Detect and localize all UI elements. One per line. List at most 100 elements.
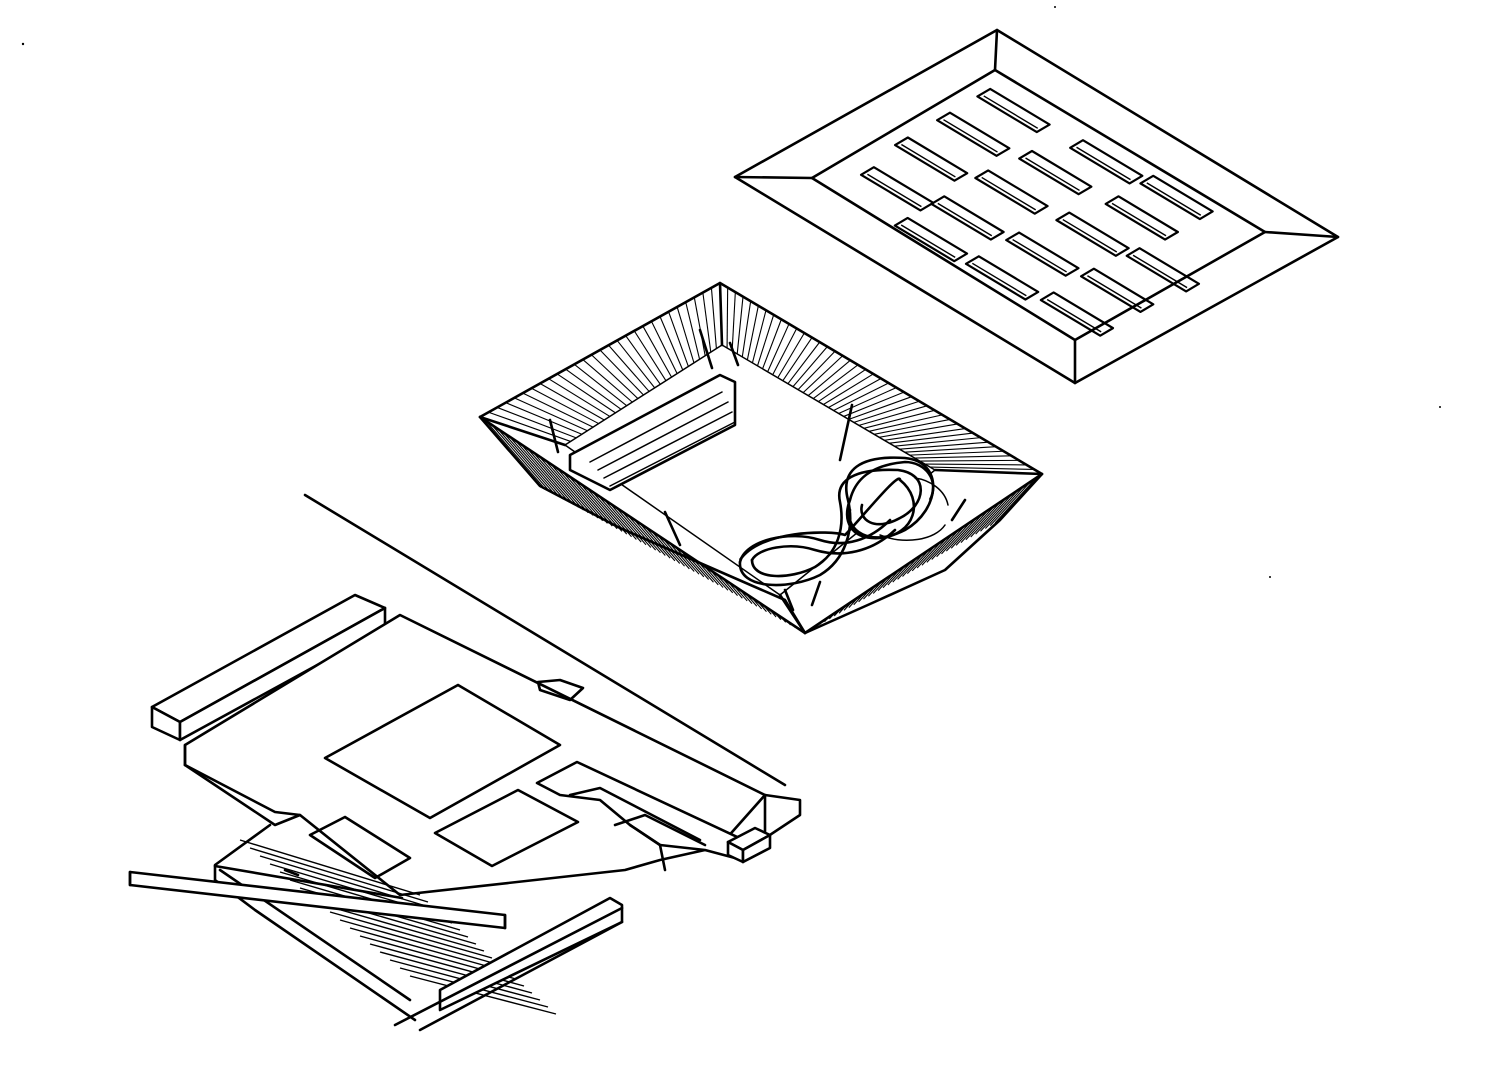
slot-depth-line — [1046, 298, 1102, 333]
hatch-line — [574, 479, 618, 530]
slot-depth-line — [867, 173, 922, 208]
hatch-line — [710, 287, 717, 349]
slot-depth-line — [1012, 238, 1067, 273]
slot-depth-line — [971, 262, 1027, 297]
hatch-line — [621, 510, 657, 551]
slot-depth-line — [983, 95, 1039, 129]
step-line — [319, 903, 485, 952]
hatch-line — [868, 414, 943, 432]
hatch-line — [538, 455, 589, 514]
opening-right — [433, 788, 580, 868]
hatch-line — [994, 477, 1037, 524]
hatch-line — [914, 455, 1012, 459]
hatch-line — [565, 368, 622, 410]
wall-hatching — [479, 282, 1043, 631]
hatch-line — [693, 297, 706, 356]
hatch-line — [633, 518, 666, 556]
slot-depth-line — [1076, 146, 1131, 181]
hatch-line — [485, 420, 546, 490]
hatch-line — [772, 328, 798, 376]
hatch-line — [960, 505, 996, 543]
hatch-line — [924, 463, 1027, 466]
hatch-line — [874, 418, 951, 435]
hatch-line — [668, 542, 695, 572]
hatch-line — [926, 533, 954, 563]
hatch-line — [894, 437, 981, 447]
hatch-line — [642, 325, 673, 378]
hatch-line — [685, 302, 701, 360]
hatch-line — [591, 354, 639, 399]
hatch-line — [639, 522, 671, 559]
hatch-line — [929, 466, 1035, 471]
slot — [893, 216, 969, 263]
hatch-line — [659, 316, 684, 371]
hatch-line — [921, 537, 948, 566]
hatch-line — [909, 450, 1004, 456]
opening-large — [323, 683, 562, 820]
bottom-floor-plan-icon — [128, 493, 802, 1032]
hatch-line — [625, 335, 661, 385]
hatch-line — [782, 337, 813, 382]
hatch-line — [797, 350, 836, 391]
slot — [1055, 211, 1130, 257]
hatch-line — [736, 296, 744, 354]
slot — [1005, 231, 1080, 277]
hatch-line — [503, 432, 560, 498]
slot — [964, 255, 1040, 301]
hatch-line — [936, 525, 966, 558]
hatch-line — [573, 363, 628, 407]
hatch-line — [497, 428, 555, 495]
hatch-line — [668, 311, 689, 367]
hatch-line — [550, 463, 599, 519]
middle-basin-hatched-tray-icon — [478, 281, 1044, 635]
hatch-line — [889, 432, 974, 444]
hatch-line — [970, 497, 1007, 538]
slot — [859, 166, 935, 212]
slot — [1104, 195, 1179, 241]
hatch-line — [807, 359, 851, 397]
hatch-line — [984, 485, 1025, 529]
slot-depth-line — [1132, 254, 1188, 289]
hatch-line — [522, 392, 594, 428]
hatch-line — [531, 387, 599, 425]
slot-depth-line — [900, 224, 956, 258]
hatch-line — [676, 306, 695, 364]
hatch-line — [823, 373, 874, 405]
hatch-line — [585, 487, 628, 535]
small-block — [726, 826, 772, 864]
step-line — [259, 855, 437, 910]
slot — [1069, 139, 1144, 185]
hatch-line — [599, 349, 644, 396]
step-line — [379, 951, 533, 994]
hatch-line — [582, 359, 633, 403]
hatch-line — [556, 467, 604, 522]
slot — [1018, 149, 1093, 196]
hatch-line — [858, 405, 928, 426]
hatch-line — [975, 493, 1013, 535]
hatch-line — [496, 406, 577, 439]
slot-depth-line — [1062, 218, 1118, 253]
hatch-line — [674, 546, 700, 575]
hatch-line — [731, 292, 736, 351]
hatch-line — [863, 409, 935, 429]
hatch-line — [931, 529, 960, 560]
slot-depth-line — [937, 202, 993, 237]
step-line — [349, 927, 509, 973]
slot — [893, 136, 969, 182]
hatch-line — [751, 310, 767, 363]
hatch-line — [544, 459, 594, 516]
hatch-line — [509, 436, 565, 500]
hatch-line — [945, 517, 978, 552]
slot-grid — [859, 87, 1214, 337]
hatch-line — [843, 391, 905, 417]
hatch-line — [812, 364, 859, 400]
hatch-line — [515, 440, 570, 503]
slot — [1125, 247, 1201, 293]
opening-small-left — [308, 815, 412, 880]
hatch-line — [787, 341, 821, 385]
hatch-line — [884, 427, 966, 441]
hatch-line — [777, 332, 805, 379]
step-line — [249, 847, 429, 903]
slot — [936, 111, 1011, 157]
